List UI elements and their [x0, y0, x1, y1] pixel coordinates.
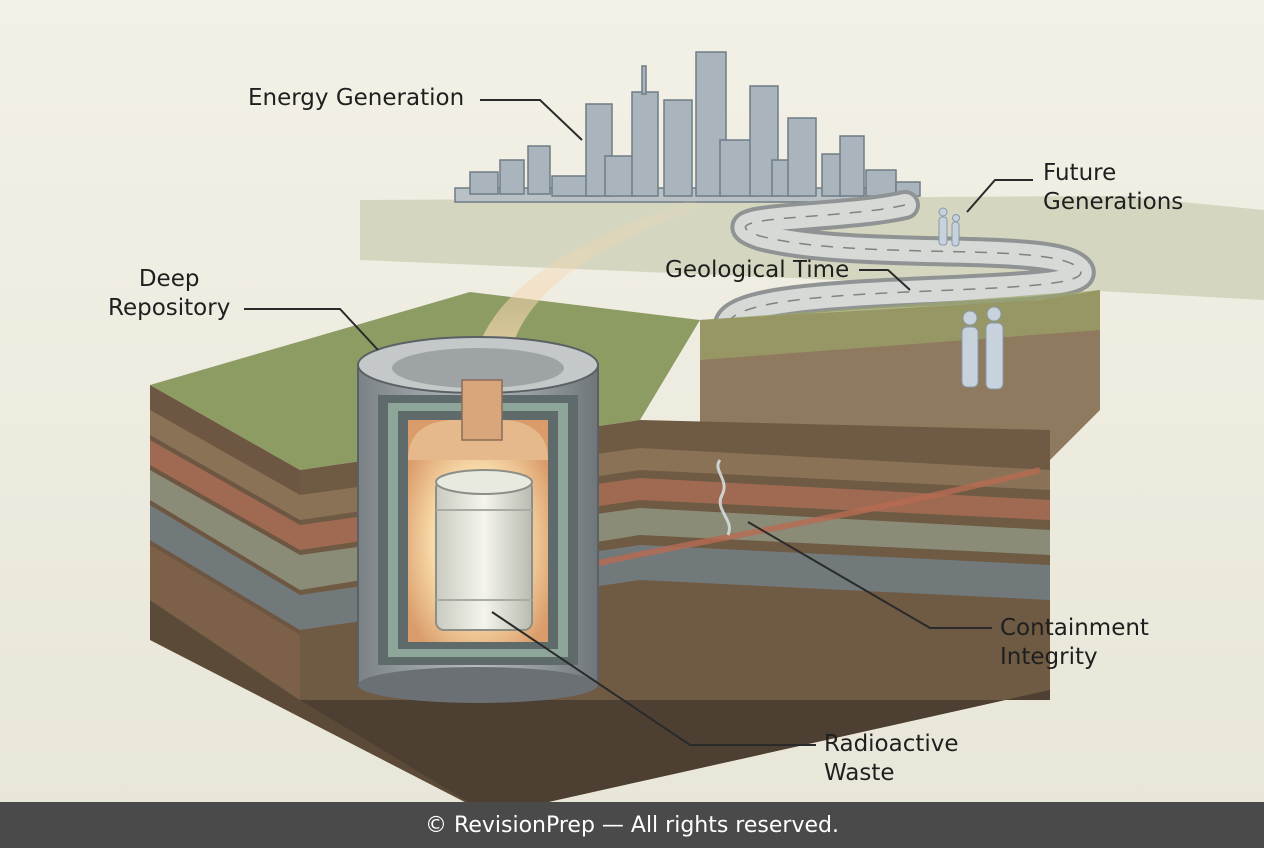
label-deep-repository: Deep Repository — [108, 266, 231, 321]
rock-strata — [150, 410, 300, 700]
footer-bar: © RevisionPrep — All rights reserved. — [0, 802, 1264, 848]
leader-lines — [244, 99, 1033, 746]
label-geological-time: Geological Time — [665, 257, 850, 283]
copyright-text: © RevisionPrep — All rights reserved. — [425, 812, 839, 838]
rock-strata-front — [300, 448, 1050, 630]
label-energy-generation: Energy Generation — [248, 85, 465, 111]
label-radioactive-waste: Radioactive Waste — [824, 731, 959, 786]
waste-canister-icon — [435, 469, 533, 631]
label-containment-integrity: Containment Integrity — [1000, 615, 1149, 670]
label-future-generations: Future Generations — [1043, 160, 1184, 215]
human-figures-icon — [938, 207, 1004, 390]
